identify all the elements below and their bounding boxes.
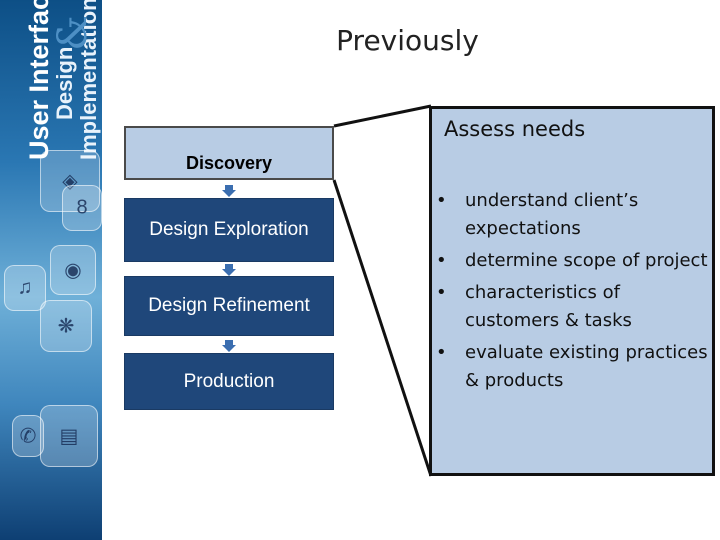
list-item: • understand client’s expectations <box>432 187 718 243</box>
decorative-cube-icon: ♫ <box>4 265 46 311</box>
list-item: • characteristics of customers & tasks <box>432 279 718 335</box>
step-design-exploration: Design Exploration <box>124 198 334 262</box>
list-item-text: understand client’s expectations <box>465 190 639 239</box>
step-discovery: Discovery <box>124 126 334 180</box>
branding-title: User Interface Design Implementation & <box>0 0 102 170</box>
step-production: Production <box>124 353 334 410</box>
branding-ampersand: & <box>49 15 96 51</box>
panel-heading: Assess needs <box>444 117 586 141</box>
bullet-icon: • <box>436 250 447 271</box>
decorative-cube-icon: ❋ <box>40 300 92 352</box>
bullet-icon: • <box>436 190 447 211</box>
decorative-cube-icon: ◉ <box>50 245 96 295</box>
list-item-text: characteristics of customers & tasks <box>465 282 632 331</box>
list-item-text: evaluate existing practices & products <box>465 342 708 391</box>
bullet-icon: • <box>436 282 447 303</box>
list-item-text: determine scope of project <box>465 250 708 271</box>
branding-line-design: Design <box>52 46 77 120</box>
sidebar-branding: User Interface Design Implementation & ◈… <box>0 0 102 540</box>
decorative-cube-icon: 8 <box>62 185 102 231</box>
assess-needs-panel: Assess needs • understand client’s expect… <box>429 106 715 476</box>
decorative-cube-icon: ▤ <box>40 405 98 467</box>
bullet-icon: • <box>436 342 447 363</box>
list-item: • evaluate existing practices & products <box>432 339 718 395</box>
decorative-cube-icon: ✆ <box>12 415 44 457</box>
step-design-refinement: Design Refinement <box>124 276 334 336</box>
page-title: Previously <box>336 24 479 57</box>
list-item: • determine scope of project <box>432 247 718 275</box>
needs-list: • understand client’s expectations • deter… <box>432 187 718 399</box>
